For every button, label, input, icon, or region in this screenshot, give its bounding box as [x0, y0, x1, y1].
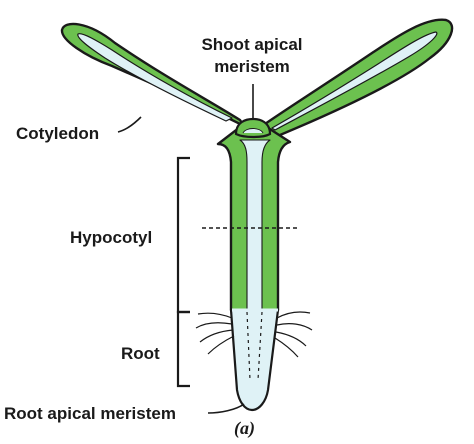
shoot-apical-meristem-shape — [234, 117, 272, 139]
shoot-apical-meristem-label: Shoot apical — [201, 35, 302, 54]
shoot-apical-meristem-label-line2: meristem — [214, 57, 290, 76]
hypocotyl-bracket — [176, 156, 190, 314]
root-apical-meristem-leader — [207, 403, 245, 414]
hypocotyl-stem — [216, 122, 292, 312]
root-hairs — [195, 311, 313, 358]
right-cotyledon — [260, 18, 454, 142]
figure-caption: (a) — [234, 418, 255, 439]
root-vascular-dashes — [246, 311, 263, 381]
cotyledon-label: Cotyledon — [16, 124, 99, 143]
cotyledon-leader — [117, 116, 142, 133]
left-cotyledon — [60, 22, 246, 128]
root — [229, 308, 280, 412]
hypocotyl-label: Hypocotyl — [70, 228, 152, 247]
root-apical-meristem-label: Root apical meristem — [4, 404, 176, 423]
root-label: Root — [121, 344, 160, 363]
root-bracket — [176, 310, 190, 388]
